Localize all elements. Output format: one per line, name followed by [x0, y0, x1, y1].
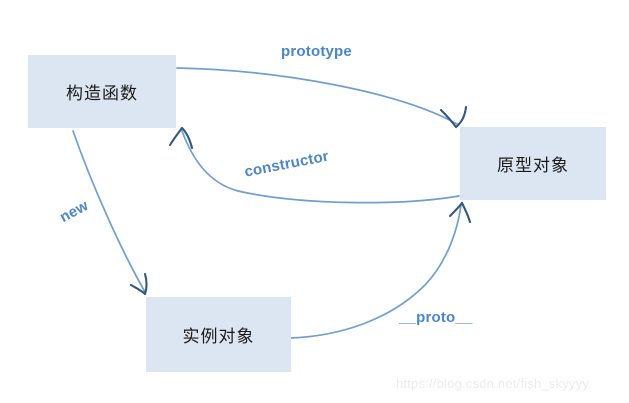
edge-label-new: new [57, 197, 92, 227]
node-prototype-object[interactable]: 原型对象 [460, 127, 606, 200]
edge-label-proto: __proto__ [399, 309, 473, 326]
node-constructor-function[interactable]: 构造函数 [28, 55, 176, 128]
node-constructor-function-label: 构造函数 [66, 84, 138, 104]
node-instance-object-label: 实例对象 [182, 327, 255, 347]
node-instance-object[interactable]: 实例对象 [146, 297, 291, 372]
edge-prototype [176, 67, 468, 129]
edge-label-constructor: constructor [243, 147, 331, 181]
watermark-text: https://blog.csdn.net/fish_skyyyy [396, 376, 590, 391]
edge-label-prototype: prototype [281, 43, 352, 60]
node-prototype-object-label: 原型对象 [497, 156, 569, 176]
